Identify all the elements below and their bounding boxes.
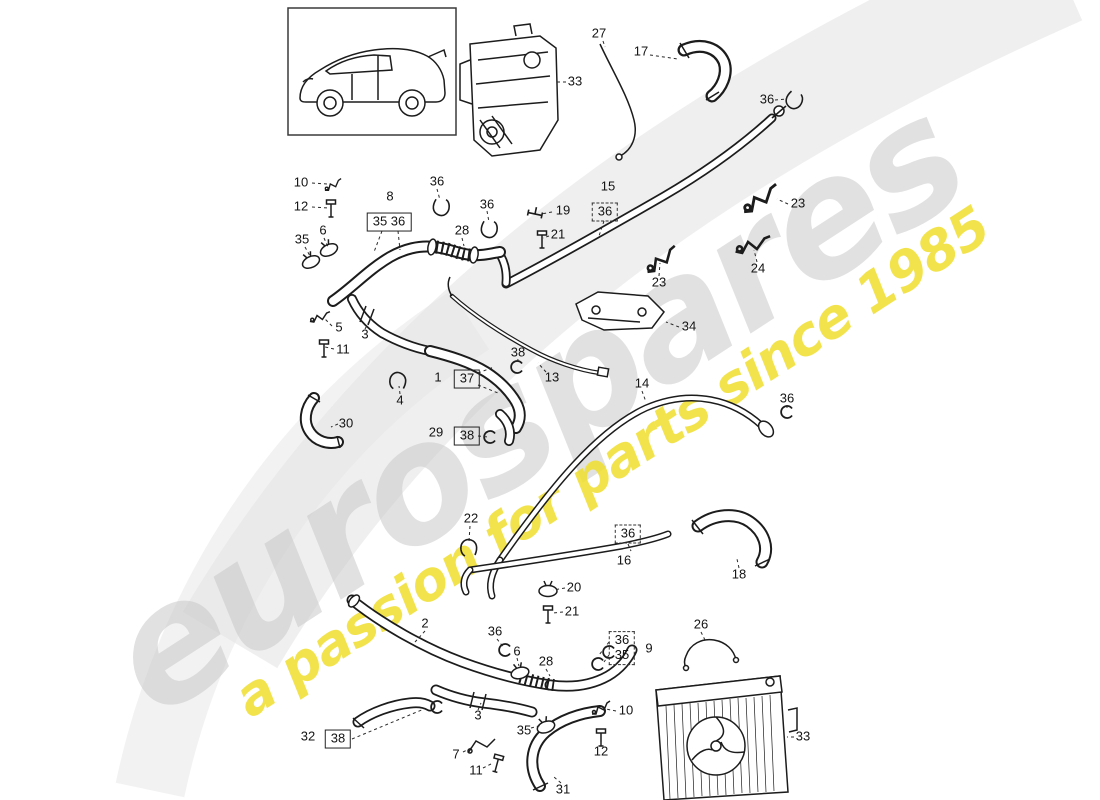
part-callout-18-37[interactable]: 18	[731, 566, 747, 582]
part-callout-4-29[interactable]: 4	[396, 392, 404, 408]
part-callout-28-9[interactable]: 28	[454, 222, 470, 238]
part-callout-13-28[interactable]: 13	[544, 369, 560, 385]
part-callout-8-6[interactable]: 8	[386, 188, 394, 204]
part-callout-36-35-44[interactable]: 36 35	[608, 631, 636, 665]
part-callout-16-36[interactable]: 16	[616, 552, 632, 568]
part-callout-36-35[interactable]: 36	[614, 524, 642, 544]
part-callout-19-11[interactable]: 19	[555, 202, 571, 218]
part-callout-36-41[interactable]: 36	[487, 623, 503, 639]
part-callout-23-15[interactable]: 23	[790, 195, 806, 211]
part-callout-33-2[interactable]: 33	[567, 73, 583, 89]
part-callout-36-33[interactable]: 36	[779, 390, 795, 406]
part-callout-30-24[interactable]: 30	[338, 415, 354, 431]
part-callout-21-39[interactable]: 21	[564, 603, 580, 619]
part-callout-5-21[interactable]: 5	[335, 319, 343, 335]
part-callout-36-3[interactable]: 36	[759, 91, 775, 107]
part-callout-35-48[interactable]: 35	[516, 722, 532, 738]
part-callout-26-46[interactable]: 26	[693, 616, 709, 632]
part-callout-36-8[interactable]: 36	[429, 173, 445, 189]
part-callout-35-36-7[interactable]: 35 36	[366, 212, 412, 232]
part-callout-6-42[interactable]: 6	[513, 643, 521, 659]
part-callout-15-13[interactable]: 15	[600, 178, 616, 194]
part-callout-3-23[interactable]: 3	[361, 326, 369, 342]
part-callout-37-26[interactable]: 37	[453, 369, 481, 389]
part-callout-6-19[interactable]: 6	[319, 222, 327, 238]
part-callout-11-22[interactable]: 11	[336, 341, 350, 357]
part-callout-34-18[interactable]: 34	[681, 318, 697, 334]
part-callout-38-52[interactable]: 38	[324, 729, 352, 749]
part-callout-22-34[interactable]: 22	[463, 510, 479, 526]
part-callout-14-32[interactable]: 14	[634, 375, 650, 391]
part-callout-11-54[interactable]: 11	[469, 762, 483, 778]
part-callout-1-25[interactable]: 1	[434, 369, 442, 385]
part-callout-31-55[interactable]: 31	[555, 781, 571, 797]
part-callout-17-1[interactable]: 17	[633, 43, 649, 59]
part-callout-10-4[interactable]: 10	[293, 174, 309, 190]
part-callout-35-20[interactable]: 35	[294, 231, 310, 247]
part-callout-12-5[interactable]: 12	[293, 198, 309, 214]
part-callout-29-30[interactable]: 29	[428, 424, 444, 440]
part-callout-28-43[interactable]: 28	[538, 653, 554, 669]
part-callout-3-47[interactable]: 3	[474, 707, 482, 723]
part-callout-32-51[interactable]: 32	[300, 728, 316, 744]
part-callout-21-12[interactable]: 21	[550, 226, 566, 242]
part-callout-33-56[interactable]: 33	[795, 728, 811, 744]
part-callout-38-31[interactable]: 38	[453, 426, 481, 446]
part-callout-36-14[interactable]: 36	[591, 202, 619, 222]
part-callout-38-27[interactable]: 38	[510, 344, 526, 360]
part-callout-12-50[interactable]: 12	[593, 743, 609, 759]
part-callout-2-40[interactable]: 2	[421, 615, 429, 631]
part-callout-27-0[interactable]: 27	[591, 25, 607, 41]
part-callout-20-38[interactable]: 20	[566, 579, 582, 595]
part-callout-7-53[interactable]: 7	[452, 746, 460, 762]
part-callout-10-49[interactable]: 10	[618, 702, 634, 718]
part-callout-36-10[interactable]: 36	[479, 196, 495, 212]
part-callout-9-45[interactable]: 9	[645, 640, 653, 656]
part-callout-24-16[interactable]: 24	[750, 260, 766, 276]
part-callout-23-17[interactable]: 23	[651, 274, 667, 290]
